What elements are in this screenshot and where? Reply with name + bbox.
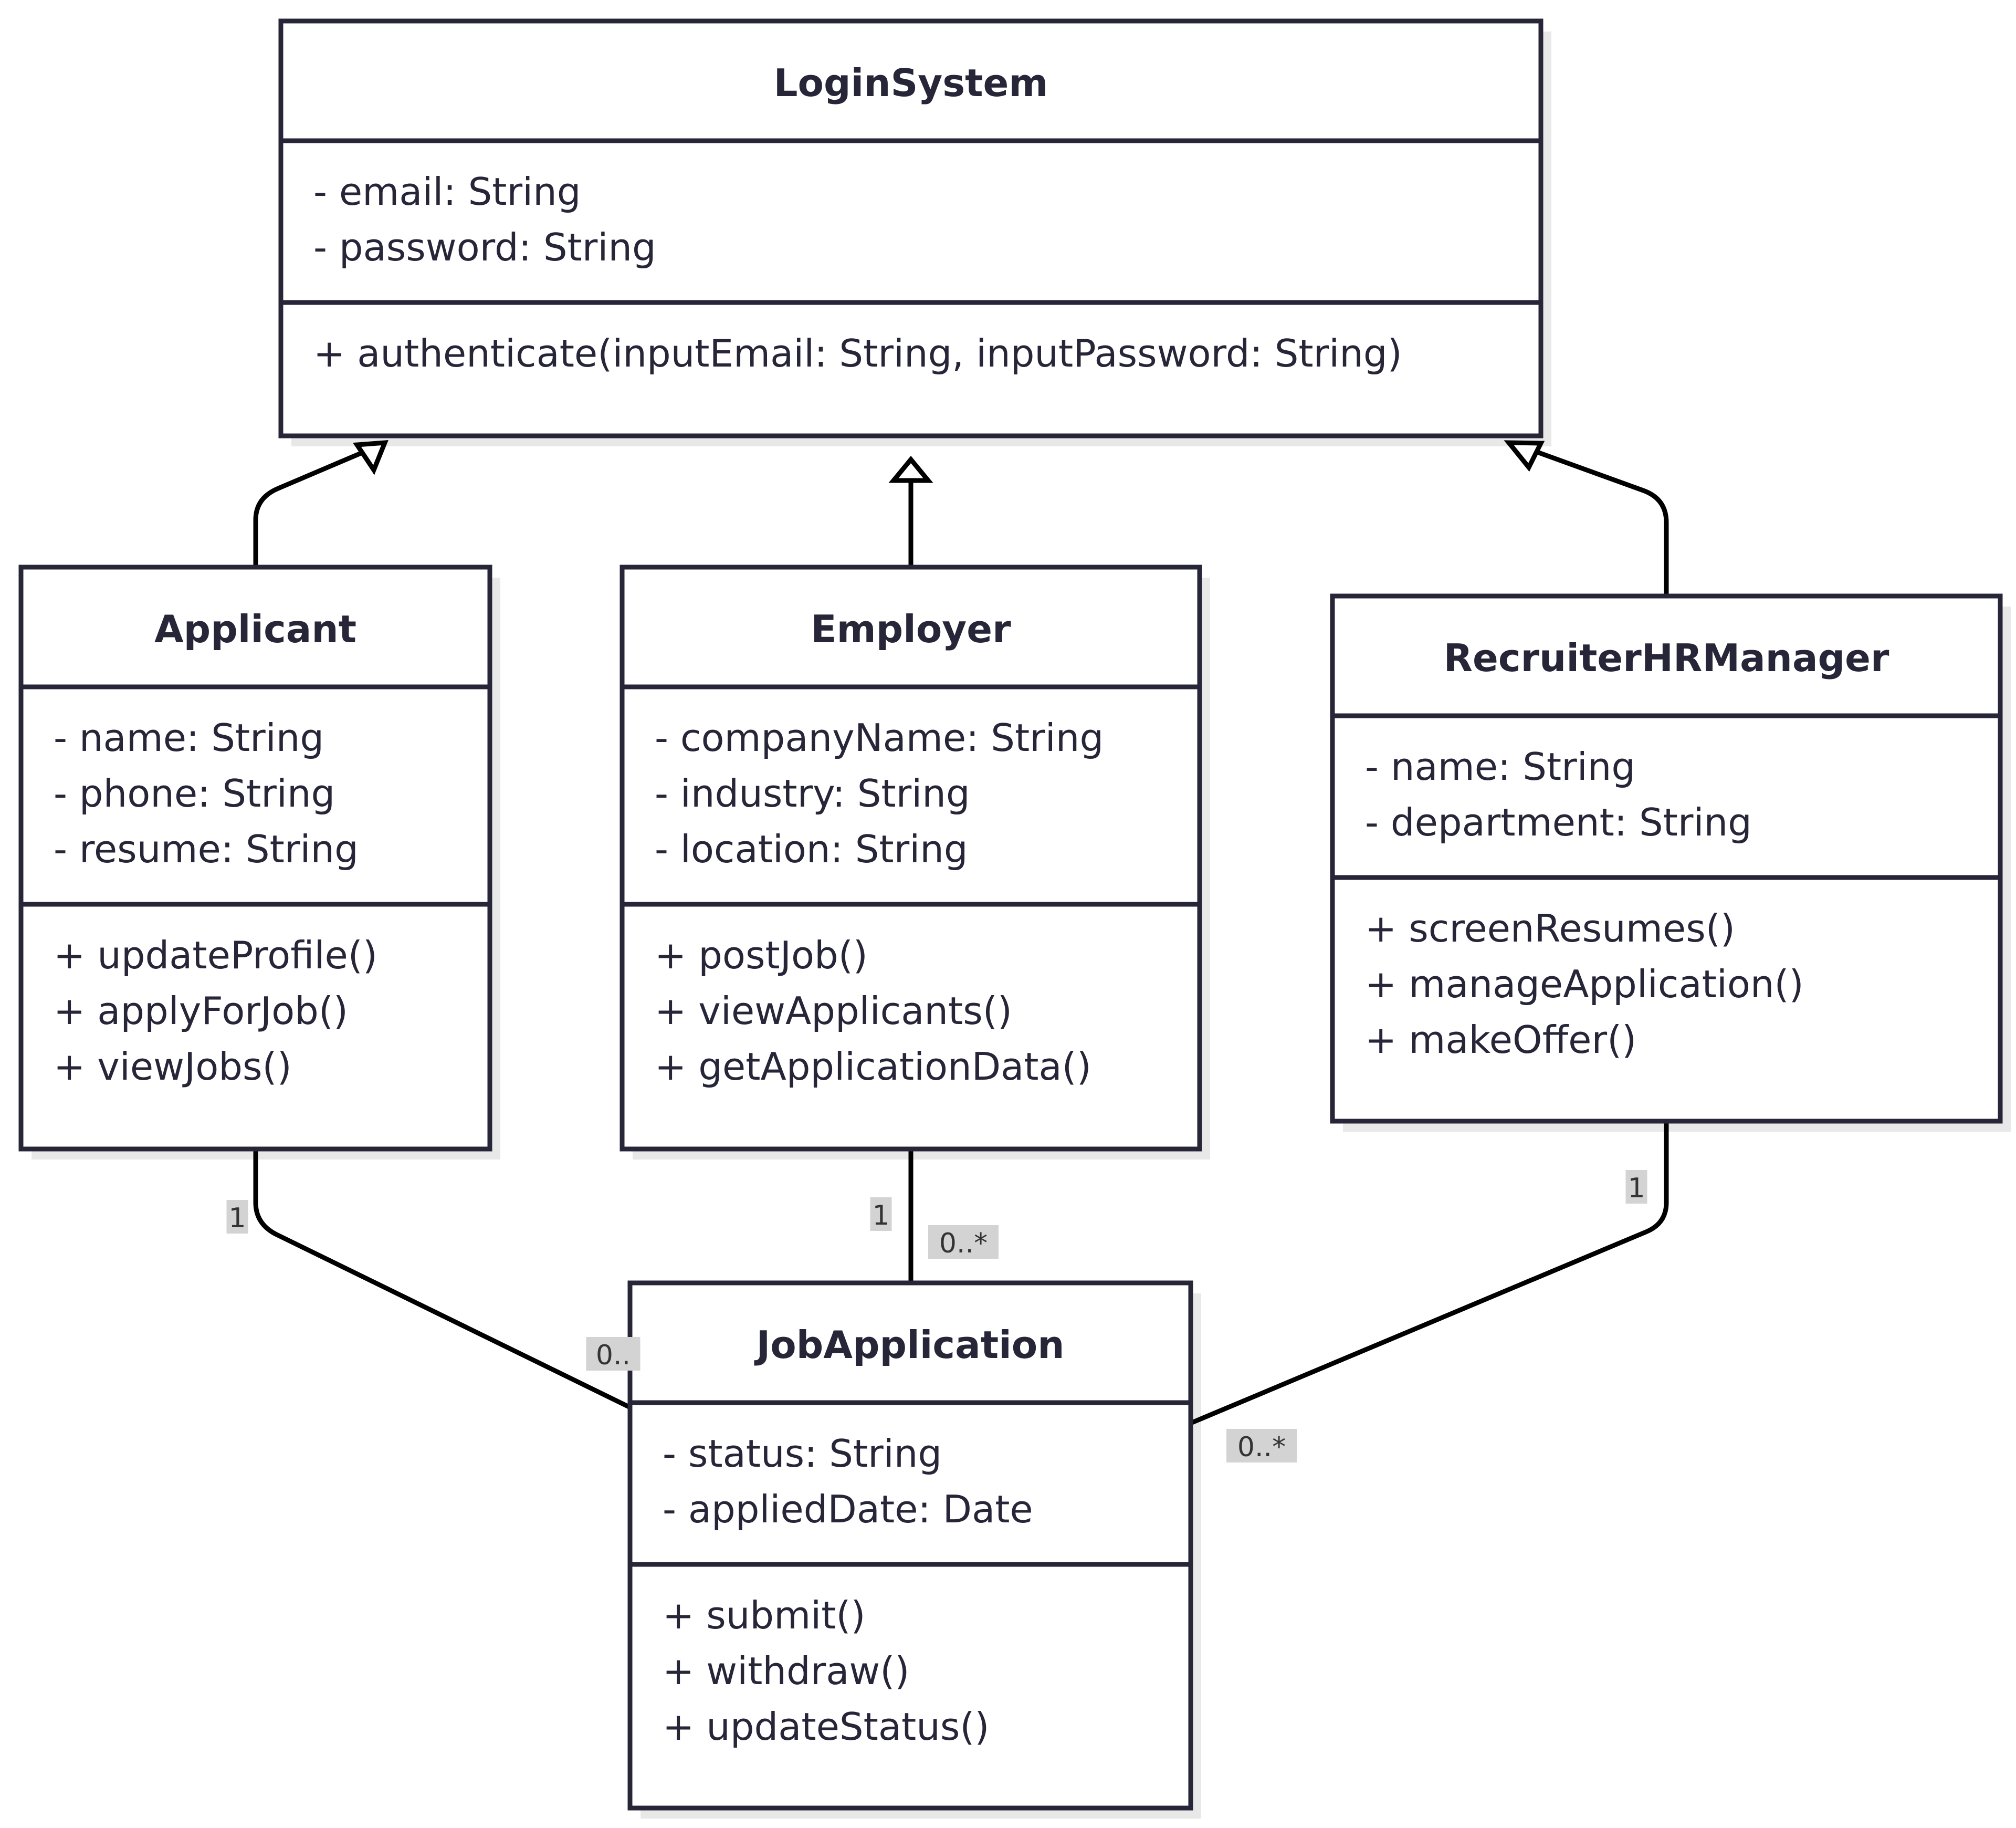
multiplicity-background <box>1625 1170 1647 1204</box>
relations <box>253 440 1669 1426</box>
multiplicity-background <box>226 1200 248 1234</box>
applicant-method: + viewJobs() <box>54 1044 292 1089</box>
multiplicity-from: 1 <box>1628 1173 1645 1204</box>
recruiterhrmanager-box <box>1330 593 2003 1124</box>
employer-method: + viewApplicants() <box>655 989 1012 1033</box>
multiplicity-background <box>928 1225 999 1259</box>
jobapplication-box <box>627 1280 1193 1811</box>
loginsystem-name: LoginSystem <box>774 61 1048 105</box>
employer-method: + postJob() <box>655 933 868 977</box>
edge-recruiter-jobapplication <box>1190 1121 1669 1426</box>
loginsystem-attribute: - email: String <box>313 170 581 214</box>
multiplicity-background <box>586 1337 640 1371</box>
applicant-attribute: - resume: String <box>54 827 359 871</box>
jobapplication-name: JobApplication <box>753 1323 1064 1367</box>
employer-attribute: - companyName: String <box>655 716 1104 760</box>
classes: LoginSystem - email: String - password: St… <box>18 18 2003 1811</box>
loginsystem-attribute: - password: String <box>313 225 656 269</box>
recruiterhrmanager-attribute: - name: String <box>1365 745 1635 789</box>
loginsystem-box <box>278 18 1544 438</box>
inheritance-arrowhead <box>888 455 933 483</box>
recruiterhrmanager-method: + screenResumes() <box>1365 906 1735 950</box>
recruiterhrmanager-name: RecruiterHRManager <box>1444 636 1889 680</box>
employer-name: Employer <box>811 607 1011 651</box>
multiplicity-labels: 1 0.. 1 0..* 1 0..* <box>226 1170 1647 1463</box>
recruiterhrmanager-method: + makeOffer() <box>1365 1018 1636 1062</box>
edge-applicant-inherits-loginsystem <box>253 444 378 567</box>
employer-method: + getApplicationData() <box>655 1044 1091 1089</box>
jobapplication-method: + updateStatus() <box>663 1705 990 1749</box>
multiplicity-to: 0..* <box>939 1228 988 1259</box>
class-employer[interactable]: Employer - companyName: String - industry:… <box>620 565 1202 1152</box>
inheritance-arrowhead <box>1504 440 1545 472</box>
applicant-attribute: - name: String <box>54 716 324 760</box>
class-loginsystem[interactable]: LoginSystem - email: String - password: St… <box>278 18 1544 438</box>
multiplicity-from: 1 <box>872 1200 889 1231</box>
inheritance-arrowhead <box>352 440 388 475</box>
edge-recruiter-inherits-loginsystem <box>1532 448 1669 596</box>
applicant-box <box>18 565 492 1152</box>
employer-attribute: - industry: String <box>655 771 970 816</box>
jobapplication-method: + submit() <box>663 1593 866 1637</box>
multiplicity-to: 0..* <box>1237 1432 1286 1463</box>
recruiterhrmanager-method: + manageApplication() <box>1365 962 1804 1006</box>
class-recruiterhrmanager[interactable]: RecruiterHRManager - name: String - depart… <box>1330 593 2003 1124</box>
jobapplication-attribute: - appliedDate: Date <box>663 1487 1033 1531</box>
applicant-attribute: - phone: String <box>54 771 335 816</box>
jobapplication-method: + withdraw() <box>663 1649 909 1693</box>
applicant-method: + applyForJob() <box>54 989 348 1033</box>
jobapplication-attribute: - status: String <box>663 1432 942 1476</box>
edge-applicant-jobapplication <box>253 1149 631 1410</box>
multiplicity-background <box>1226 1429 1297 1463</box>
loginsystem-method: + authenticate(inputEmail: String, input… <box>313 331 1402 375</box>
multiplicity-to: 0.. <box>596 1340 631 1371</box>
class-jobapplication[interactable]: JobApplication - status: String - appliedD… <box>627 1280 1193 1811</box>
applicant-method: + updateProfile() <box>54 933 377 977</box>
employer-box <box>620 565 1202 1152</box>
class-applicant[interactable]: Applicant - name: String - phone: String - … <box>18 565 492 1152</box>
multiplicity-background <box>870 1197 892 1231</box>
employer-attribute: - location: String <box>655 827 968 871</box>
recruiterhrmanager-attribute: - department: String <box>1365 800 1752 844</box>
applicant-name: Applicant <box>154 607 356 651</box>
multiplicity-from: 1 <box>228 1203 246 1234</box>
